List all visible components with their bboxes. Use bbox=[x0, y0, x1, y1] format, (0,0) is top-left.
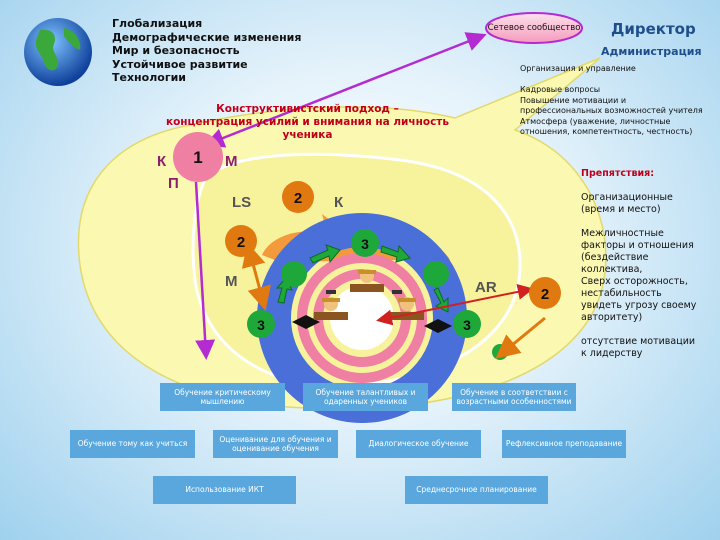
org-line: отношения, компетентность, честность) bbox=[520, 127, 693, 136]
orange-arrow-m bbox=[241, 242, 271, 311]
obstacle-line: к лидерству bbox=[581, 348, 643, 359]
obstacle-line: Межличностные bbox=[581, 228, 664, 239]
topic-item: Устойчивое развитие bbox=[112, 57, 248, 71]
obstacle-line bbox=[581, 324, 716, 336]
circle-3-right: 3 bbox=[453, 310, 481, 338]
topic-item: Глобализация bbox=[112, 17, 203, 30]
obstacle-line bbox=[581, 216, 716, 228]
svg-text:3: 3 bbox=[463, 317, 471, 333]
obstacle-line: факторы и отношения bbox=[581, 240, 694, 251]
orange-arrow-obstacle bbox=[495, 316, 546, 359]
obstacles-title: Препятствия: bbox=[581, 168, 655, 179]
box-learning-to-learn: Обучение тому как учиться bbox=[70, 430, 195, 458]
box-talented-students: Обучение талантливых и одаренных ученико… bbox=[303, 383, 428, 411]
org-line: Кадровые вопросы bbox=[520, 85, 601, 94]
svg-text:3: 3 bbox=[257, 317, 265, 333]
constructivist-heading: Конструктивистский подход – концентрация… bbox=[140, 103, 475, 142]
topic-item: Демографические изменения bbox=[112, 30, 302, 44]
director-title: Директор bbox=[611, 20, 696, 38]
box-ict: Использование ИКТ bbox=[153, 476, 296, 504]
network-label: Сетевое сообщество bbox=[487, 23, 581, 33]
purple-arrow-down bbox=[194, 181, 216, 360]
constructivist-line: Конструктивистский подход – bbox=[216, 103, 399, 115]
org-line bbox=[520, 75, 715, 86]
svg-text:2: 2 bbox=[541, 286, 549, 303]
red-arrow-ar bbox=[376, 283, 534, 326]
letter-ls: LS bbox=[232, 194, 251, 211]
box-dialogic-learning: Диалогическое обучение bbox=[356, 430, 481, 458]
purple-arrow-network bbox=[204, 32, 487, 148]
letter-m2: М bbox=[225, 273, 238, 290]
org-list: Организация и управление Кадровые вопрос… bbox=[520, 64, 715, 138]
obstacle-line: увидеть угрозу своему bbox=[581, 300, 697, 311]
global-topics-list: Глобализация Демографические изменения М… bbox=[112, 17, 301, 85]
obstacle-line: коллектива, bbox=[581, 264, 643, 275]
svg-text:2: 2 bbox=[294, 190, 302, 207]
topic-item: Мир и безопасность bbox=[112, 44, 240, 57]
obstacle-line bbox=[581, 180, 716, 192]
org-line: Организация и управление bbox=[520, 64, 636, 73]
box-assessment: Оценивание для обучения и оценивание обу… bbox=[213, 430, 338, 458]
letter-m1: М bbox=[225, 153, 238, 170]
administration-title: Администрация bbox=[601, 45, 702, 58]
letter-k1: К bbox=[157, 153, 167, 170]
org-line: Атмосфера (уважение, личностные bbox=[520, 116, 671, 126]
letter-p: П bbox=[168, 175, 179, 192]
circle-3-left: 3 bbox=[247, 310, 275, 338]
letter-k2: К bbox=[334, 194, 344, 211]
svg-text:1: 1 bbox=[193, 148, 202, 167]
box-medium-term-planning: Среднесрочное планирование bbox=[405, 476, 548, 504]
circle-2-top: 2 bbox=[282, 181, 314, 213]
svg-text:3: 3 bbox=[361, 236, 369, 252]
org-line: Повышение мотивации и bbox=[520, 95, 627, 105]
obstacle-line: авторитету) bbox=[581, 312, 643, 323]
obstacle-line: (бездействие bbox=[581, 252, 649, 263]
obstacles-list: Препятствия: Организационные (время и ме… bbox=[581, 168, 716, 360]
obstacle-line: Организационные bbox=[581, 192, 673, 203]
svg-text:2: 2 bbox=[237, 234, 245, 251]
circle-2-left: 2 bbox=[225, 225, 257, 257]
box-age-appropriate: Обучение в соответствии с возрастными ос… bbox=[452, 383, 576, 411]
circle-3-top: 3 bbox=[351, 229, 379, 257]
obstacle-line: Сверх осторожность, bbox=[581, 276, 688, 287]
org-line: профессиональных возможностей учителя bbox=[520, 106, 703, 115]
constructivist-line: концентрация усилий и внимания на личнос… bbox=[165, 116, 450, 141]
obstacle-line: отсутствие мотивации bbox=[581, 336, 696, 347]
circle-2-right: 2 bbox=[529, 277, 561, 309]
topic-item: Технологии bbox=[112, 71, 186, 84]
obstacle-line: (время и место) bbox=[581, 204, 661, 215]
circle-1: 1 bbox=[173, 132, 223, 182]
box-critical-thinking: Обучение критическому мышлению bbox=[160, 383, 285, 411]
network-ellipse bbox=[485, 12, 583, 44]
box-reflective-teaching: Рефлексивное преподавание bbox=[502, 430, 626, 458]
letter-ar: AR bbox=[475, 279, 497, 296]
obstacle-line: нестабильность bbox=[581, 288, 662, 299]
globe-icon bbox=[24, 18, 92, 86]
